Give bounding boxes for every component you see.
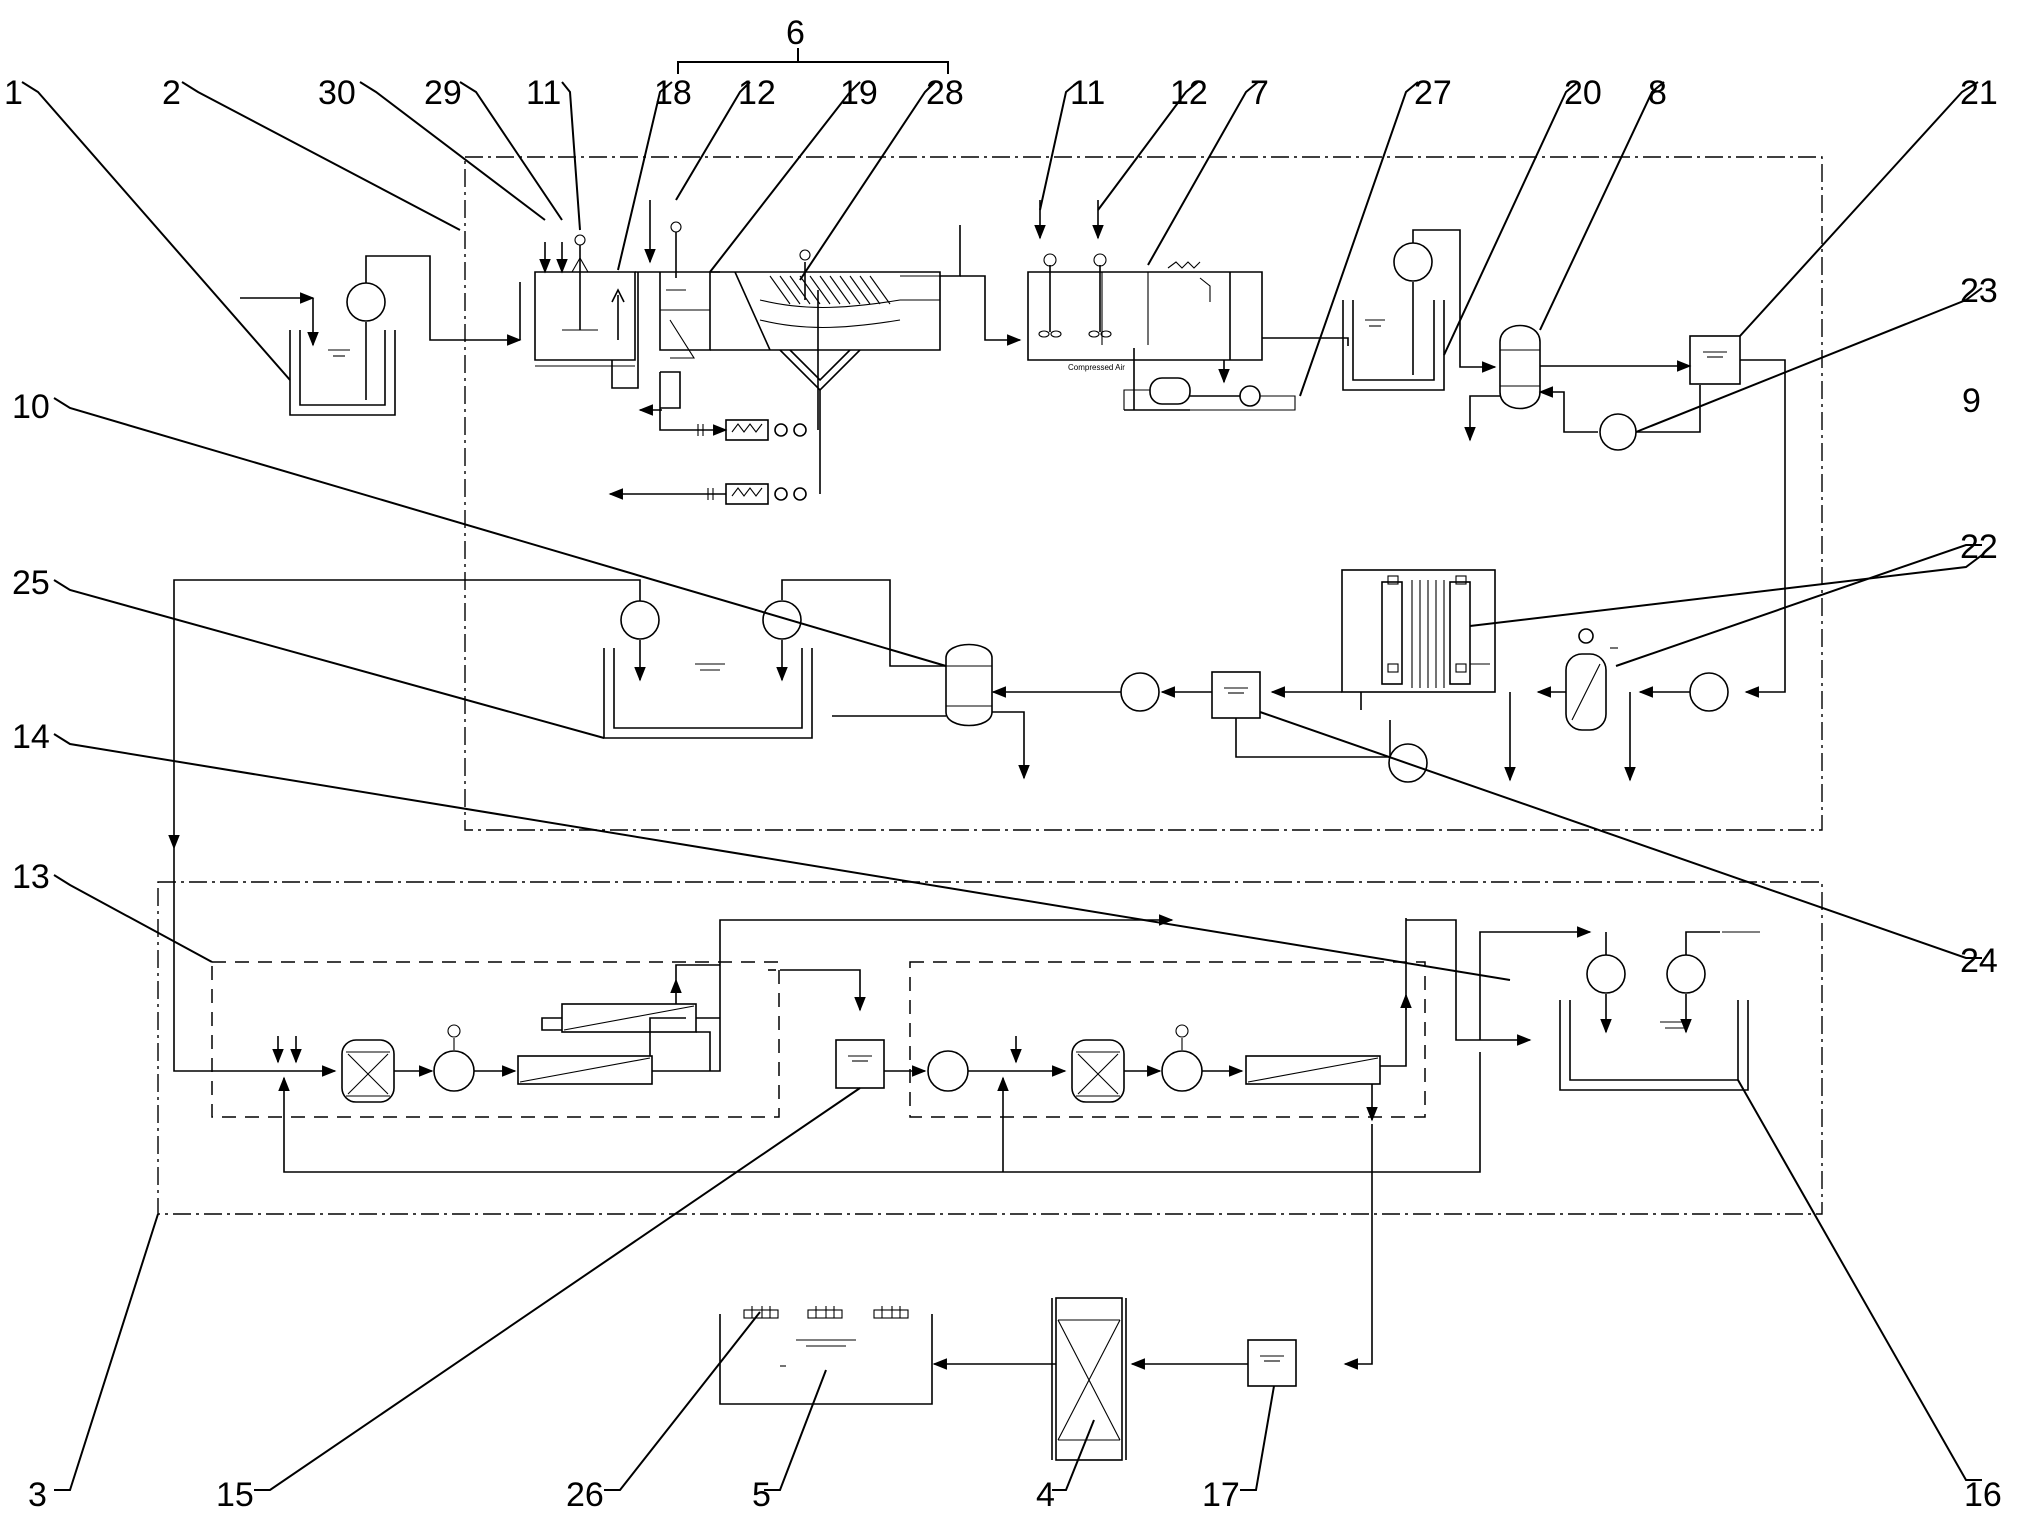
uf-backwash-pump [1388,743,1428,783]
label-1: 1 [4,74,23,112]
uf-water-tank [168,579,813,850]
oxidation-tank [1027,200,1263,361]
product-water-tank [1559,931,1760,1091]
product-return-line [1479,926,1592,1040]
security-filter-1 [341,1039,395,1103]
label-23: 23 [1960,272,1998,310]
label-21: 21 [1960,74,1998,112]
label-19: 19 [840,74,878,112]
filtered-water-riser [1740,359,1786,698]
ultrafiltration-unit [1341,569,1516,782]
evaporator-column [1051,1297,1127,1461]
screw-press-2 [608,483,807,505]
aerator-1 [743,1306,779,1319]
air-compressor [1123,348,1296,411]
recycle-line-primary [278,1052,1481,1173]
label-27: 27 [1414,74,1452,112]
primary-permeate-header [710,914,1174,1072]
leader-lines [21,81,1983,1491]
concentrate-to-box [780,969,866,1012]
label-29: 29 [424,74,462,112]
label-2: 2 [162,74,181,112]
label-20: 20 [1564,74,1602,112]
pressure-vessel [781,579,1030,780]
oxidation-outlet [1262,337,1349,346]
secondary-booster-pump [927,1050,969,1092]
label-11-right: 11 [1070,74,1105,112]
coagulation-tank [519,234,636,367]
intermediate-tank [1342,229,1497,391]
aerator-3 [873,1306,909,1319]
label-4: 4 [1036,1476,1055,1514]
label-5: 5 [752,1476,771,1514]
uf-transfer-pump [1120,672,1160,712]
raw-water-tank [289,330,396,416]
aerator-2 [807,1306,843,1319]
ro-membrane-1a [517,1055,653,1085]
concentrate-to-box-17 [1343,1124,1373,1370]
membrane-system-frame [157,881,1823,1215]
security-filter-2 [1071,1039,1125,1103]
secondary-membrane-stage-frame [909,961,1426,1118]
multimedia-filter [1464,324,1692,442]
primary-membrane-stage-frame [211,961,780,1118]
flocculation-tank [644,200,711,409]
label-10: 10 [12,388,50,426]
filtered-water-box [1689,335,1741,385]
dosing-riser [940,225,961,277]
label-18: 18 [654,74,692,112]
ro-membrane-2 [1245,1055,1381,1085]
high-pressure-pump-1 [433,1024,475,1092]
label-12-left: 12 [738,74,776,112]
inclined-plates [769,275,891,305]
label-3: 3 [28,1476,47,1514]
high-pressure-pump-2 [1161,1024,1203,1092]
label-13: 13 [12,858,50,896]
primary-feed-line [173,848,337,1077]
label-30: 30 [318,74,356,112]
raw-water-pump [346,255,522,400]
label-25: 25 [12,564,50,602]
label-17: 17 [1202,1476,1240,1514]
bracket-6 [677,61,949,74]
label-6: 6 [786,14,805,52]
label-8: 8 [1648,74,1667,112]
intermediate-channel [611,271,720,389]
label-7: 7 [1250,74,1269,112]
cartridge-filter [1565,628,1636,782]
permeate-to-product-tank [1406,919,1532,1046]
label-16: 16 [1964,1476,2002,1514]
compressed-air-label: Compressed Air [1068,363,1125,372]
sedimentation-tank [710,249,941,420]
booster-pump-uf [1689,672,1729,712]
label-11-left: 11 [526,74,561,112]
sludge-line-1 [659,372,728,436]
label-24: 24 [1960,942,1998,980]
clarified-water-line [960,275,1022,346]
intermediate-water-box [835,1039,885,1089]
uf-product-box [1211,671,1391,758]
concentrate-box [1247,1339,1297,1387]
label-22: 22 [1960,528,1998,566]
crystallization-pond [719,1306,933,1405]
label-26: 26 [566,1476,604,1514]
label-28: 28 [926,74,964,112]
screw-press-1 [697,290,819,441]
pretreatment-system-frame [464,156,1823,831]
label-12-right: 12 [1170,74,1208,112]
secondary-permeate-riser [1380,918,1407,1067]
label-15: 15 [216,1476,254,1514]
backwash-pump [1599,385,1701,451]
label-14: 14 [12,718,50,756]
label-9: 9 [1962,382,1981,420]
